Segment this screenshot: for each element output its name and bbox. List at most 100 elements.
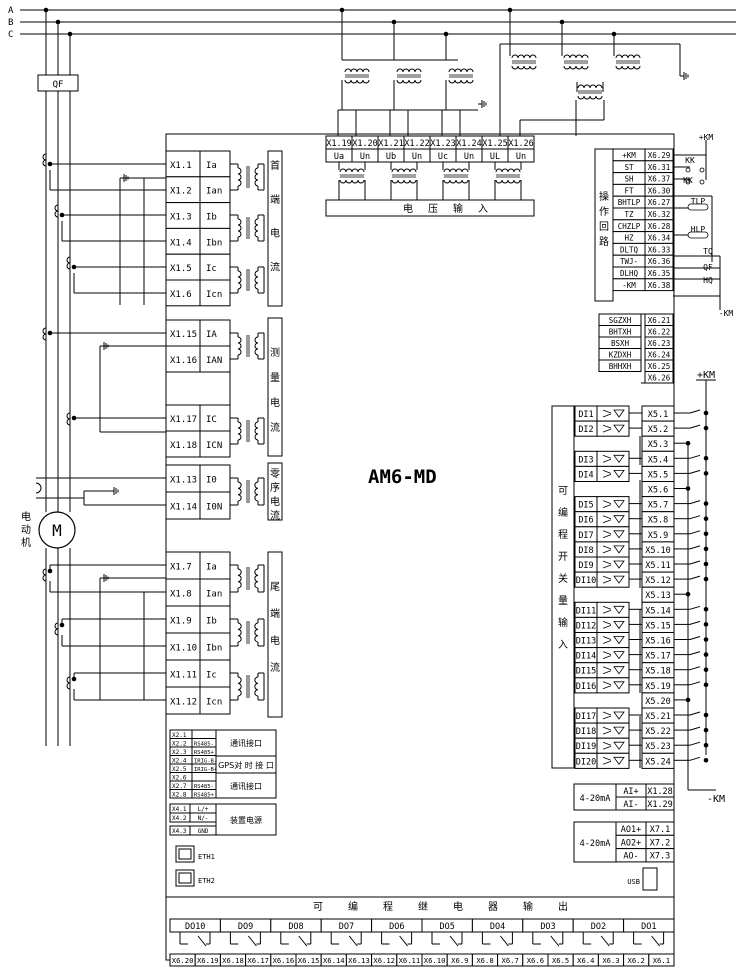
comm-signal [191,729,217,739]
junction-dot [703,727,709,733]
junction-dot [703,622,709,627]
tail-current-signal: Ib [206,617,217,627]
head-current-terminal: X1.5 [170,264,192,274]
relay-contact-icon [651,935,660,947]
di-optocoupler [596,707,630,724]
transformer-coil [254,270,259,290]
transformer-coil [254,421,259,441]
di-contact-icon [689,605,701,610]
head-current-caption: 端 [270,193,280,206]
optocoupler-icon [613,454,625,463]
voltage-caption: 压 [428,203,438,215]
junction-dot [703,456,709,461]
di-terminal-label: X5.17 [645,652,671,662]
optocoupler-icon [613,605,625,614]
di-contact-icon [689,545,701,550]
comm-group-label: 通讯接口 [230,738,262,748]
meas-current-terminal: X1.18 [170,441,197,451]
ao-terminal-label: X7.1 [650,825,670,835]
ct-icon [66,676,71,690]
voltage-terminal-label: X1.26 [508,139,534,149]
voltage-terminal-label: X1.20 [352,139,378,149]
transformer-coil [577,84,603,89]
relay-name-label: DO7 [339,922,354,932]
optocoupler-icon [613,545,625,554]
signal-name [598,359,642,372]
optocoupler-icon [613,756,625,765]
di-optocoupler [596,752,630,769]
di-caption: 关 [558,572,568,585]
motor-icon [38,511,76,549]
kk-switch-icon [699,179,705,185]
operation-caption: 作 [599,206,609,218]
usb-label: USB [627,878,640,886]
relay-name-label: DO1 [641,922,656,932]
tail-current-signal: Ibn [206,644,222,654]
zero-current-row [165,491,231,520]
zero-current-caption: 电 [270,495,280,508]
junction-dot [703,501,709,506]
di-caption: 输 [558,616,568,629]
transformer-coil [237,421,242,441]
voltage-caption: 入 [478,204,488,215]
ao-terminal [645,848,675,863]
bus-label-a: A [8,6,14,16]
transformer-coil [448,68,474,73]
optocoupler-icon [613,681,625,690]
comm-terminal-label: X2.2 [172,741,187,748]
di-name-label: DI9 [578,561,593,571]
transformer-coil [495,179,521,184]
di-name-label: DI7 [578,531,593,541]
relay-terminal-label: X6.2 [628,956,645,965]
motor-caption: 机 [21,536,31,549]
signal-terminal-label: X6.21 [648,316,671,325]
ao-terminal-label: X7.3 [650,852,670,862]
signal-name-label: SGZXH [609,316,632,325]
tail-current-terminal: X1.8 [170,590,192,600]
di-optocoupler [596,526,630,543]
di-terminal-label: X5.16 [645,637,671,647]
comm-group-label: 通讯接口 [230,781,262,791]
voltage-terminal-label: X1.22 [404,139,430,149]
relay-caption: 程 [383,901,393,913]
operation-signal-label: DLHQ [620,269,639,278]
head-current-signal: Ibn [206,238,222,248]
meas-current-terminal: X1.15 [170,330,197,340]
voltage-name-label: UL [490,152,500,162]
optocoupler-icon [602,530,612,535]
meas-current-signal: IAN [206,356,222,366]
transformer-coil [511,54,537,59]
di-terminal-label: X5.14 [645,606,671,616]
transformer-coil [396,68,422,73]
transformer-coil [344,68,370,73]
di-name-label: DI4 [578,470,593,480]
relay-terminal-label: X6.17 [247,956,269,965]
relay-name-label: DO4 [490,922,505,932]
relay-terminal-label: X6.5 [552,956,569,965]
tail-current-caption: 流 [270,661,280,674]
di-optocoupler [596,541,630,558]
di-terminal-label: X5.21 [645,712,671,722]
optocoupler-icon [602,519,612,524]
junction-dot [703,516,709,521]
transformer-coil [443,168,469,173]
optocoupler-icon [613,469,625,479]
ct-icon [66,256,71,270]
tail-current-signal: Ic [206,671,217,681]
relay-terminal-label: X6.18 [222,956,244,965]
di-terminal-label: X5.15 [645,621,671,631]
voltage-name-label: Uc [438,152,448,162]
bus-label-c: C [8,30,13,40]
di-name-label: DI12 [576,621,596,631]
di-terminal-label: X5.2 [648,425,668,435]
relay-contact-icon [500,935,509,947]
meas-current-caption: 量 [270,372,280,384]
junction-dot [47,330,53,336]
di-contact-icon [689,726,701,731]
relay-terminal-label: X6.8 [476,956,493,965]
relay-terminal-label: X6.10 [424,956,446,965]
relay-terminal-label: X6.19 [197,956,219,965]
tail-current-caption: 尾 [270,581,280,593]
di-optocoupler [596,601,630,618]
optocoupler-icon [602,756,612,761]
